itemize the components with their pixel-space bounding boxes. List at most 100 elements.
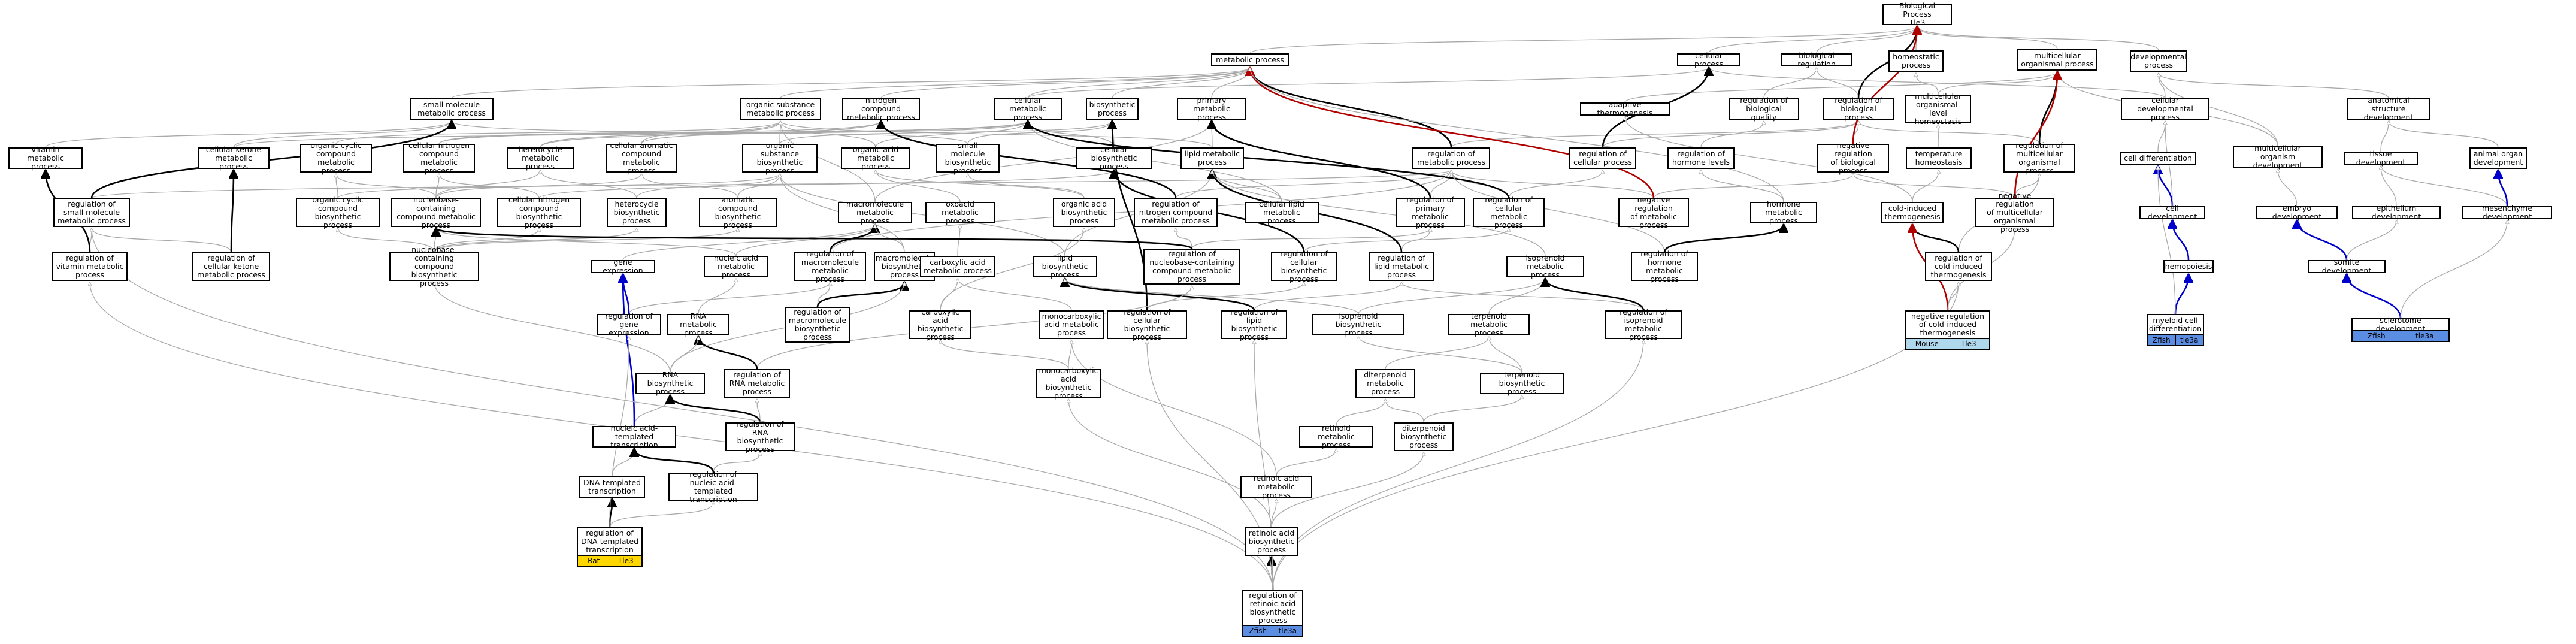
term-node-rrna[interactable]: regulation of RNA metabolic process	[724, 369, 790, 398]
term-node-rhl[interactable]: regulation of hormone levels	[1667, 147, 1735, 169]
term-node-hetb[interactable]: heterocycle biosynthetic process	[607, 198, 667, 227]
term-node-nrcit[interactable]: negative regulation of cold-induced ther…	[1905, 310, 1990, 339]
term-node-rbq[interactable]: regulation of biological quality	[1729, 96, 1799, 122]
term-node-rmop[interactable]: regulation of multicellular organismal p…	[2003, 141, 2075, 175]
term-node-retm[interactable]: retinoid metabolic process	[1299, 424, 1373, 449]
term-node-dtt[interactable]: DNA-templated transcription	[579, 476, 645, 498]
term-node-cam[interactable]: carboxylic acid metabolic process	[920, 256, 995, 277]
term-node-rvit[interactable]: regulation of vitamin metabolic process	[52, 252, 128, 281]
term-node-isom[interactable]: isoprenoid metabolic process	[1506, 254, 1584, 279]
term-node-osb[interactable]: organic substance biosynthetic process	[742, 141, 818, 175]
term-node-occm[interactable]: organic cyclic compound metabolic proces…	[300, 141, 372, 175]
term-node-embryo[interactable]: embryo development	[2256, 204, 2338, 221]
term-node-hmp[interactable]: hormone metabolic process	[1750, 200, 1817, 225]
term-node-bp[interactable]: Biological Process Tle3	[1882, 2, 1952, 27]
term-node-lmp[interactable]: lipid metabolic process	[1180, 147, 1244, 169]
term-node-oab[interactable]: organic acid biosynthetic process	[1053, 198, 1115, 227]
term-node-rnbcm[interactable]: regulation of nucleobase-containing comp…	[1143, 249, 1240, 285]
term-node-rcp[interactable]: regulation of cellular process	[1569, 147, 1636, 169]
term-node-pmp[interactable]: primary metabolic process	[1177, 96, 1246, 122]
term-node-rmmp[interactable]: regulation of macromolecule metabolic pr…	[794, 250, 866, 283]
term-node-rcb2[interactable]: regulation of cellular biosynthetic proc…	[1107, 308, 1187, 341]
term-node-osm[interactable]: organic substance metabolic process	[740, 98, 821, 120]
term-node-rdtt[interactable]: regulation of DNA-templated transcriptio…	[577, 527, 643, 556]
term-node-rnatt[interactable]: regulation of nucleic acid-templated tra…	[668, 470, 758, 504]
term-node-rbp[interactable]: regulation of biological process	[1823, 96, 1894, 122]
term-node-oam[interactable]: organic acid metabolic process	[841, 146, 910, 171]
term-node-acb[interactable]: aromatic compound biosynthetic process	[699, 196, 777, 229]
term-node-mcb[interactable]: monocarboxylic acid biosynthetic process	[1036, 367, 1101, 400]
term-node-th[interactable]: temperature homeostasis	[1906, 147, 1972, 169]
term-node-mcoh[interactable]: multicellular organismal-level homeostas…	[1905, 92, 1971, 126]
term-node-rge[interactable]: regulation of gene expression	[597, 312, 661, 337]
term-node-rlbp[interactable]: regulation of lipid biosynthetic process	[1221, 308, 1287, 341]
term-node-nbcm[interactable]: nucleobase-containing compound metabolic…	[391, 196, 481, 229]
term-node-rrab[interactable]: regulation of retinoic acid biosynthetic…	[1242, 590, 1303, 626]
term-node-myeloid[interactable]: myeloid cell differentiation	[2147, 314, 2204, 335]
term-node-rcmp[interactable]: regulation of cellular metabolic process	[1473, 196, 1545, 229]
term-node-adapt[interactable]: adaptive thermogenesis	[1580, 101, 1670, 117]
term-node-mes[interactable]: mesenchyme development	[2462, 204, 2552, 221]
term-node-rhmp[interactable]: regulation of hormone metabolic process	[1631, 250, 1698, 283]
term-node-rpmp[interactable]: regulation of primary metabolic process	[1396, 196, 1465, 229]
term-node-cab[interactable]: carboxylic acid biosynthetic process	[909, 308, 971, 341]
term-node-ge[interactable]: gene expression	[591, 258, 655, 275]
term-node-occb[interactable]: organic cyclic compound biosynthetic pro…	[296, 196, 380, 229]
term-node-ram[interactable]: retinoic acid metabolic process	[1240, 474, 1312, 500]
term-node-tissue[interactable]: tissue development	[2344, 150, 2418, 167]
term-node-nam[interactable]: nucleic acid metabolic process	[704, 254, 768, 279]
term-node-rrnab[interactable]: regulation of RNA biosynthetic process	[725, 420, 795, 453]
term-node-rnam[interactable]: RNA metabolic process	[667, 312, 729, 337]
term-node-nrmp[interactable]: negative regulation of metabolic process	[1618, 196, 1689, 229]
term-node-cncb[interactable]: cellular nitrogen compound biosynthetic …	[497, 196, 581, 229]
term-node-rism[interactable]: regulation of isoprenoid metabolic proce…	[1605, 308, 1682, 341]
term-node-terp[interactable]: terpenoid metabolic process	[1448, 312, 1530, 337]
term-node-epi[interactable]: epithelium development	[2352, 204, 2441, 221]
term-node-aod[interactable]: animal organ development	[2469, 147, 2527, 169]
term-node-devp[interactable]: developmental process	[2130, 50, 2187, 72]
term-node-vit[interactable]: vitamin metabolic process	[8, 146, 83, 171]
term-node-metab[interactable]: metabolic process	[1211, 53, 1289, 66]
term-node-biosyn[interactable]: biosynthetic process	[1086, 98, 1139, 120]
term-node-mcm[interactable]: monocarboxylic acid metabolic process	[1039, 310, 1104, 339]
term-node-mod[interactable]: multicellular organism development	[2233, 144, 2323, 170]
term-node-dit[interactable]: diterpenoid metabolic process	[1355, 369, 1415, 398]
term-node-smb[interactable]: small molecule biosynthetic process	[936, 141, 1000, 175]
term-node-isob[interactable]: isoprenoid biosynthetic process	[1312, 312, 1404, 337]
term-node-celldiff[interactable]: cell differentiation	[2120, 152, 2196, 165]
term-node-mmp[interactable]: macromolecule metabolic process	[838, 200, 912, 225]
term-node-nrmop[interactable]: negative regulation of multicellular org…	[1975, 192, 2054, 234]
term-node-clm[interactable]: cellular lipid metabolic process	[1245, 200, 1319, 225]
term-node-rlmp[interactable]: regulation of lipid metabolic process	[1369, 252, 1434, 281]
term-node-homeo[interactable]: homeostatic process	[1888, 50, 1944, 72]
term-node-asd[interactable]: anatomical structure development	[2347, 96, 2430, 122]
term-node-het[interactable]: heterocycle metabolic process	[507, 146, 574, 171]
term-node-rmbp[interactable]: regulation of macromolecule biosynthetic…	[785, 307, 850, 343]
term-node-rcit[interactable]: regulation of cold-induced thermogenesis	[1925, 252, 1992, 281]
term-node-rsm[interactable]: regulation of small molecule metabolic p…	[53, 198, 130, 227]
term-node-cacm[interactable]: cellular aromatic compound metabolic pro…	[606, 141, 677, 175]
term-node-somite[interactable]: somite development	[2308, 258, 2386, 275]
term-node-cbp[interactable]: cellular biosynthetic process	[1076, 146, 1152, 171]
term-node-cdev[interactable]: cellular developmental process	[2121, 96, 2209, 122]
term-node-nrbp[interactable]: negative regulation of biological proces…	[1817, 141, 1889, 175]
term-node-nbcb[interactable]: nucleobase-containing compound biosynthe…	[389, 246, 479, 288]
term-node-smm[interactable]: small molecule metabolic process	[410, 98, 494, 120]
term-node-cellp[interactable]: cellular process	[1677, 52, 1740, 68]
term-node-cmp[interactable]: cellular metabolic process	[994, 96, 1062, 122]
term-node-rmp[interactable]: regulation of metabolic process	[1412, 147, 1490, 169]
term-node-bioreg[interactable]: biological regulation	[1781, 52, 1852, 68]
term-node-terpb[interactable]: terpenoid biosynthetic process	[1480, 371, 1564, 396]
term-node-rnab[interactable]: RNA biosynthetic process	[635, 371, 705, 396]
term-node-multi[interactable]: multicellular organismal process	[2017, 49, 2097, 71]
term-node-natt[interactable]: nucleic acid-templated transcription	[592, 424, 676, 449]
term-node-ckm[interactable]: cellular ketone metabolic process	[198, 146, 270, 171]
term-node-lbp[interactable]: lipid biosynthetic process	[1033, 254, 1097, 279]
term-node-rncm[interactable]: regulation of nitrogen compound metaboli…	[1134, 198, 1218, 227]
term-node-celldev[interactable]: cell development	[2139, 204, 2205, 221]
term-node-rckm[interactable]: regulation of cellular ketone metabolic …	[192, 252, 270, 281]
term-node-cit[interactable]: cold-induced thermogenesis	[1881, 202, 1944, 223]
term-node-rcbp[interactable]: regulation of cellular biosynthetic proc…	[1271, 250, 1337, 283]
term-node-hemo[interactable]: hemopoiesis	[2163, 260, 2214, 273]
term-node-ditb[interactable]: diterpenoid biosynthetic process	[1394, 422, 1454, 451]
